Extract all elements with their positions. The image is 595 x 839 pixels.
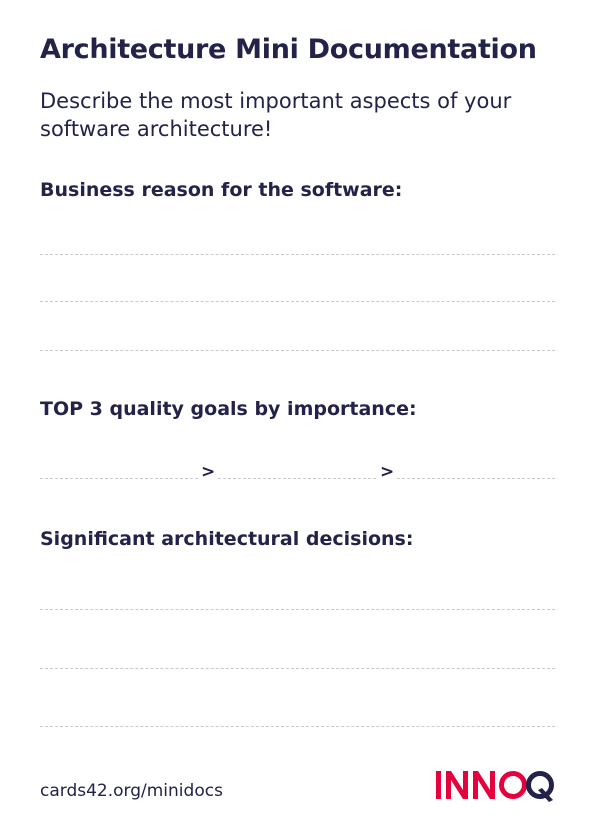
decisions-line-3[interactable] [40, 726, 555, 727]
decisions-line-2[interactable] [40, 668, 555, 669]
quality-goals-heading: TOP 3 quality goals by importance: [40, 398, 417, 420]
business-reason-line-3[interactable] [40, 350, 555, 351]
business-reason-heading: Business reason for the software: [40, 179, 403, 201]
quality-goal-line-1[interactable] [40, 478, 198, 479]
decisions-heading: Significant architectural decisions: [40, 528, 414, 550]
page-title: Architecture Mini Documentation [40, 34, 537, 65]
innoq-logo [436, 771, 554, 802]
footer-url[interactable]: cards42.org/minidocs [40, 781, 223, 801]
business-reason-line-2[interactable] [40, 301, 555, 302]
quality-goal-separator-2: > [380, 462, 395, 482]
quality-goal-line-3[interactable] [397, 478, 555, 479]
page-subtitle: Describe the most important aspects of y… [40, 89, 512, 141]
quality-goal-separator-1: > [201, 462, 216, 482]
business-reason-line-1[interactable] [40, 254, 555, 255]
quality-goal-line-2[interactable] [218, 478, 376, 479]
decisions-line-1[interactable] [40, 609, 555, 610]
